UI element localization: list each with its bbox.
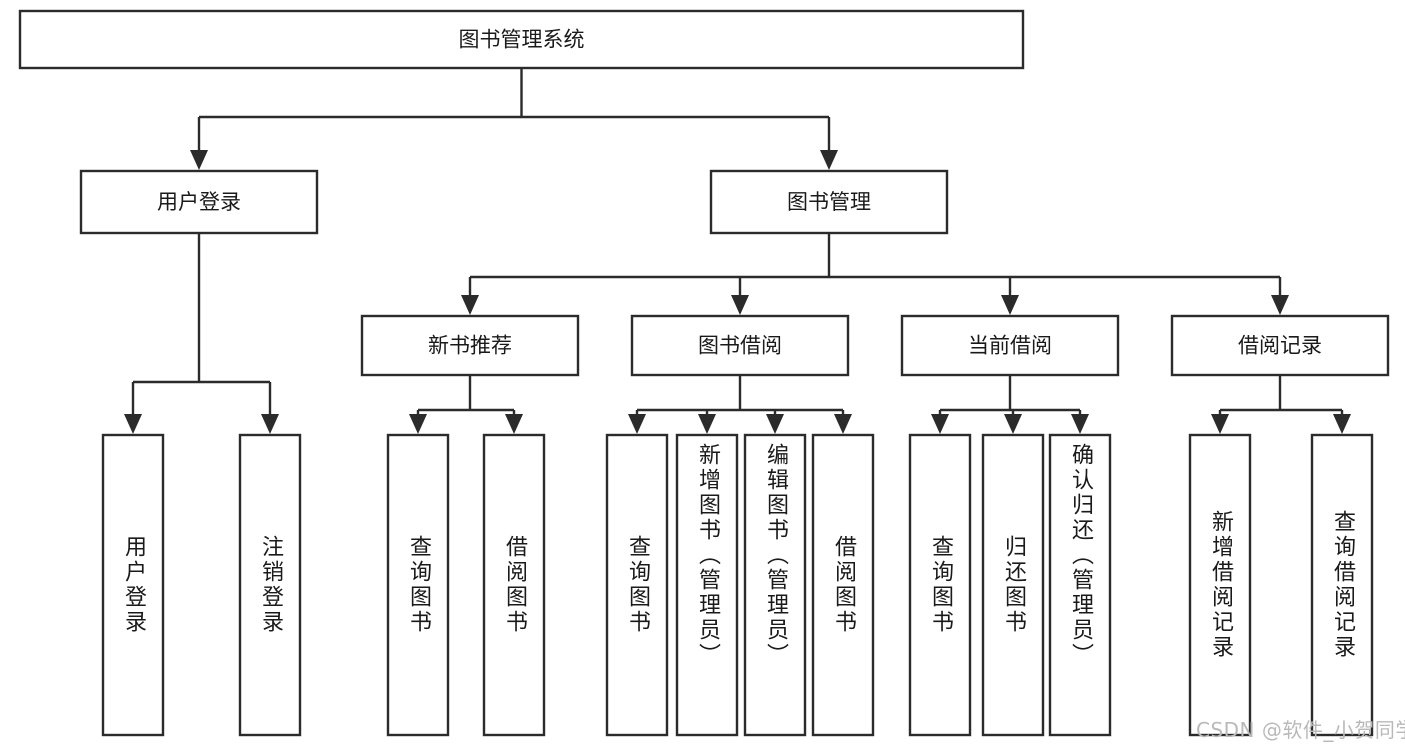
arrow-head-book-manage	[820, 150, 838, 170]
node-label-current-borrow: 当前借阅	[968, 334, 1052, 358]
arrow-head-leaf-user-login	[124, 414, 142, 434]
node-box-leaf-query-book-recommend[interactable]	[386, 433, 450, 737]
node-box-borrow-record[interactable]	[1170, 314, 1390, 377]
node-box-leaf-query-borrow-record[interactable]	[1310, 433, 1374, 737]
node-box-leaf-borrow-book[interactable]	[811, 433, 875, 737]
node-box-leaf-add-book[interactable]	[675, 433, 739, 737]
node-label-root: 图书管理系统	[459, 28, 585, 52]
arrow-head-leaf-query-book-current	[931, 414, 949, 434]
node-box-leaf-add-borrow-record[interactable]	[1188, 433, 1252, 737]
arrow-head-leaf-query-book-borrow	[628, 414, 646, 434]
node-label-new-book-recommend: 新书推荐	[428, 334, 512, 358]
node-box-leaf-logout[interactable]	[238, 433, 302, 737]
node-box-leaf-user-login[interactable]	[101, 433, 165, 737]
arrow-head-book-borrow	[731, 295, 749, 315]
node-label-book-manage: 图书管理	[787, 190, 871, 214]
arrow-head-leaf-borrow-book	[834, 414, 852, 434]
node-box-current-borrow[interactable]	[900, 314, 1120, 377]
arrow-head-user-login	[190, 150, 208, 170]
arrow-head-leaf-logout	[261, 414, 279, 434]
arrow-head-current-borrow	[1001, 295, 1019, 315]
node-box-book-borrow[interactable]	[630, 314, 850, 377]
node-box-leaf-query-book-borrow[interactable]	[605, 433, 669, 737]
arrow-head-new-book-recommend	[461, 295, 479, 315]
arrow-head-leaf-add-book	[698, 414, 716, 434]
arrow-head-borrow-record	[1271, 295, 1289, 315]
node-box-new-book-recommend[interactable]	[360, 314, 580, 377]
node-label-borrow-record: 借阅记录	[1238, 334, 1322, 358]
node-box-root[interactable]	[18, 9, 1025, 70]
arrow-head-leaf-add-borrow-record	[1211, 414, 1229, 434]
arrow-head-leaf-query-book-recommend	[409, 414, 427, 434]
arrow-head-leaf-edit-book	[766, 414, 784, 434]
arrow-head-leaf-query-borrow-record	[1333, 414, 1351, 434]
node-box-leaf-borrow-book-recommend[interactable]	[482, 433, 546, 737]
node-box-leaf-edit-book[interactable]	[743, 433, 807, 737]
node-label-book-borrow: 图书借阅	[698, 334, 782, 358]
node-box-leaf-query-book-current[interactable]	[908, 433, 972, 737]
node-label-user-login: 用户登录	[157, 190, 241, 214]
node-box-book-manage[interactable]	[709, 169, 949, 235]
connector-layer	[124, 68, 1351, 434]
arrow-head-leaf-return-book	[1004, 414, 1022, 434]
arrow-head-leaf-borrow-book-recommend	[505, 414, 523, 434]
node-box-leaf-confirm-return[interactable]	[1048, 433, 1112, 737]
watermark-text: CSDN @软件_小贺同学	[1196, 718, 1405, 742]
node-box-user-login[interactable]	[79, 169, 319, 235]
node-box-layer	[18, 9, 1390, 737]
node-box-leaf-return-book[interactable]	[981, 433, 1045, 737]
arrow-head-leaf-confirm-return	[1071, 414, 1089, 434]
